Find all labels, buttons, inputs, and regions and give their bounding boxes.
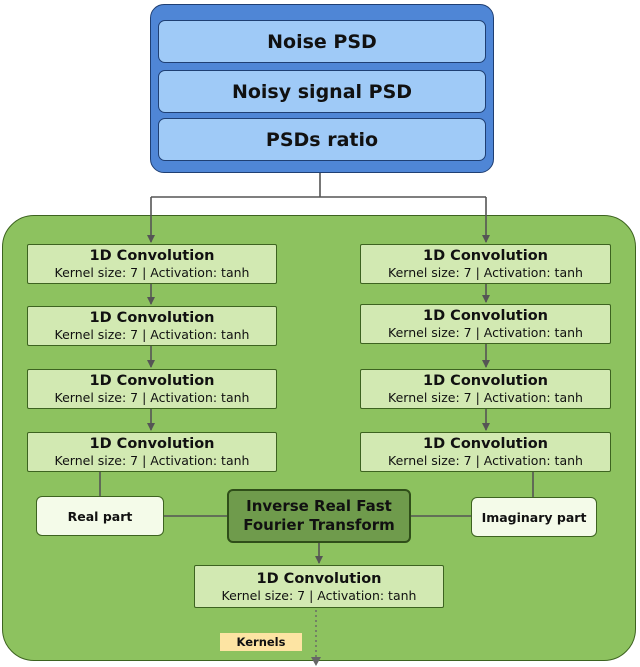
- noisy-signal-psd-box: Noisy signal PSD: [158, 70, 486, 113]
- left-conv-1-title: 1D Convolution: [89, 248, 215, 265]
- imaginary-part-box: Imaginary part: [471, 497, 597, 537]
- right-conv-2-title: 1D Convolution: [423, 308, 548, 325]
- final-conv-subtitle: Kernel size: 7 | Activation: tanh: [221, 587, 417, 603]
- split-line: [151, 173, 486, 198]
- real-part-label: Real part: [67, 508, 133, 524]
- left-conv-2-subtitle: Kernel size: 7 | Activation: tanh: [54, 327, 250, 343]
- left-conv-4-subtitle: Kernel size: 7 | Activation: tanh: [54, 453, 250, 469]
- left-conv-1: 1D Convolution Kernel size: 7 | Activati…: [27, 244, 277, 284]
- right-conv-2-subtitle: Kernel size: 7 | Activation: tanh: [388, 325, 583, 341]
- left-conv-3-subtitle: Kernel size: 7 | Activation: tanh: [54, 390, 250, 406]
- right-conv-4-title: 1D Convolution: [423, 436, 548, 453]
- irfft-box: Inverse Real Fast Fourier Transform: [227, 489, 411, 543]
- left-conv-4: 1D Convolution Kernel size: 7 | Activati…: [27, 432, 277, 472]
- psds-ratio-label: PSDs ratio: [265, 128, 379, 151]
- final-conv-title: 1D Convolution: [256, 570, 382, 587]
- kernels-label: Kernels: [236, 635, 286, 649]
- imaginary-part-label: Imaginary part: [481, 509, 587, 525]
- right-conv-3: 1D Convolution Kernel size: 7 | Activati…: [360, 369, 611, 409]
- right-conv-1: 1D Convolution Kernel size: 7 | Activati…: [360, 244, 611, 284]
- psds-ratio-box: PSDs ratio: [158, 118, 486, 161]
- right-conv-3-subtitle: Kernel size: 7 | Activation: tanh: [388, 390, 583, 406]
- left-conv-2: 1D Convolution Kernel size: 7 | Activati…: [27, 306, 277, 346]
- left-conv-1-subtitle: Kernel size: 7 | Activation: tanh: [54, 265, 250, 281]
- irfft-line-2: Fourier Transform: [243, 516, 395, 534]
- right-conv-1-subtitle: Kernel size: 7 | Activation: tanh: [388, 265, 583, 281]
- noisy-signal-psd-label: Noisy signal PSD: [231, 80, 413, 103]
- kernels-tag: Kernels: [220, 633, 302, 651]
- left-conv-3-title: 1D Convolution: [89, 373, 215, 390]
- right-conv-4-subtitle: Kernel size: 7 | Activation: tanh: [388, 453, 583, 469]
- left-conv-3: 1D Convolution Kernel size: 7 | Activati…: [27, 369, 277, 409]
- left-conv-2-title: 1D Convolution: [89, 310, 215, 327]
- kernels-output-arrowhead: [311, 657, 321, 666]
- final-conv: 1D Convolution Kernel size: 7 | Activati…: [194, 565, 444, 608]
- right-conv-4: 1D Convolution Kernel size: 7 | Activati…: [360, 432, 611, 472]
- left-conv-4-title: 1D Convolution: [89, 436, 215, 453]
- real-part-box: Real part: [36, 496, 164, 536]
- noise-psd-box: Noise PSD: [158, 20, 486, 63]
- right-conv-3-title: 1D Convolution: [423, 373, 548, 390]
- irfft-line-1: Inverse Real Fast: [246, 496, 392, 515]
- right-conv-1-title: 1D Convolution: [423, 248, 548, 265]
- right-conv-2: 1D Convolution Kernel size: 7 | Activati…: [360, 304, 611, 344]
- noise-psd-label: Noise PSD: [267, 30, 377, 53]
